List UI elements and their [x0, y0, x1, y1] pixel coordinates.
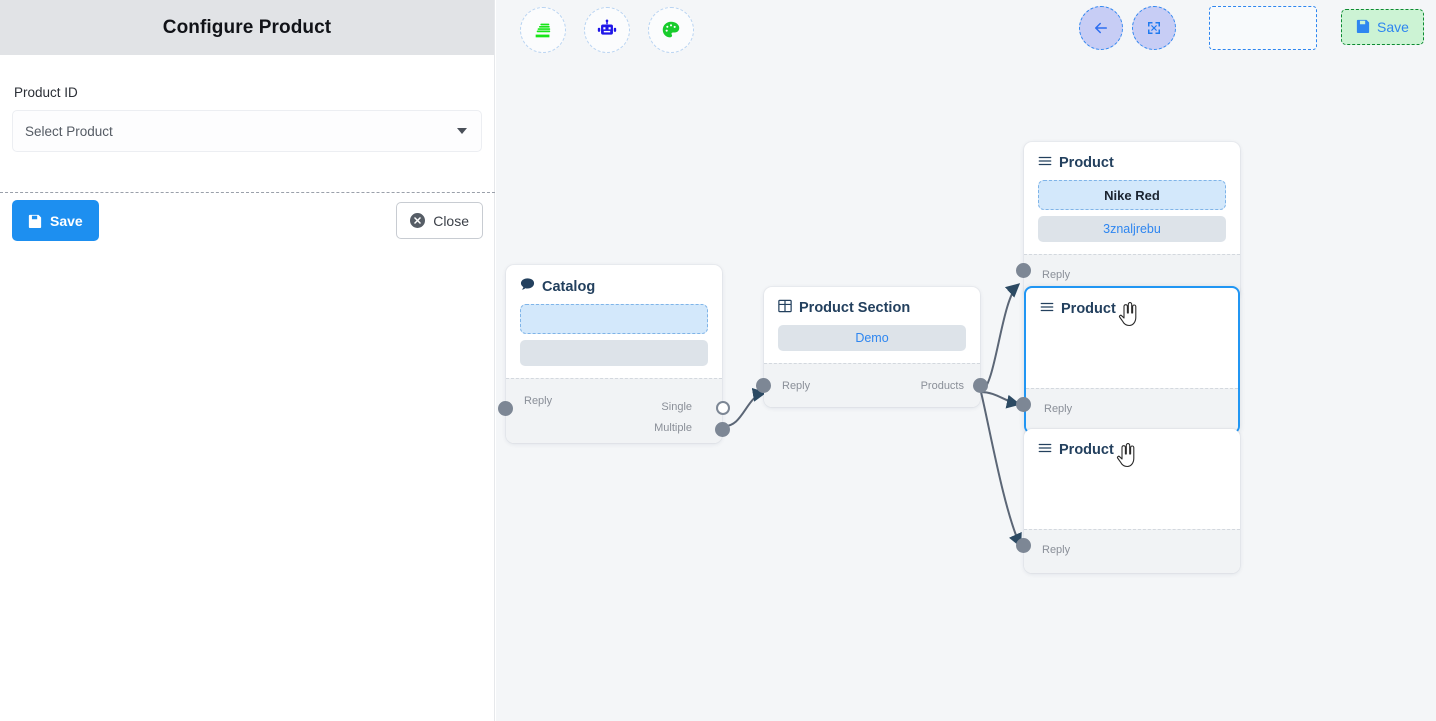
list-icon	[1038, 154, 1052, 172]
panel-header: Configure Product	[0, 0, 494, 55]
port-label-products: Products	[920, 379, 964, 392]
node-catalog[interactable]: Catalog Reply Single Multiple	[498, 265, 730, 443]
port-label-multiple: Multiple	[654, 422, 692, 434]
catalog-chip-1[interactable]	[520, 304, 708, 334]
node-product-2[interactable]: Product Reply	[1016, 286, 1240, 434]
node-product-1-title: Product	[1059, 155, 1114, 171]
port-in-reply[interactable]	[1016, 263, 1031, 278]
node-product-3-header: Product	[1024, 429, 1240, 467]
node-product-section[interactable]: Product Section Demo Reply Products	[756, 287, 988, 407]
canvas-save-button[interactable]: Save	[1341, 9, 1424, 45]
node-product-1[interactable]: Product Nike Red 3znaljrebu Reply	[1016, 142, 1240, 298]
floppy-disk-icon	[28, 214, 42, 228]
node-product-2-ports: Reply	[1016, 388, 1238, 432]
port-in-reply[interactable]	[1016, 538, 1031, 553]
arrow-left-icon	[1095, 22, 1107, 34]
bot-tool-button[interactable]	[584, 7, 630, 53]
configure-product-panel: Configure Product Product ID Select Prod…	[0, 0, 495, 721]
port-in-reply[interactable]	[1016, 397, 1031, 412]
stack-tool-button[interactable]	[520, 7, 566, 53]
node-product-2-title: Product	[1061, 301, 1116, 317]
chevron-down-icon	[457, 128, 467, 134]
save-button-label: Save	[50, 212, 83, 229]
product-select-value: Select Product	[25, 123, 113, 139]
port-label-reply: Reply	[524, 395, 553, 407]
port-label-reply: Reply	[1042, 544, 1071, 556]
list-icon	[1038, 441, 1052, 459]
node-catalog-body	[506, 304, 722, 378]
robot-icon	[597, 19, 617, 35]
node-product-section-header: Product Section	[764, 287, 980, 325]
node-product-section-ports: Reply Products	[756, 363, 988, 407]
node-product-section-body: Demo	[764, 325, 980, 363]
node-product-3[interactable]: Product Reply	[1016, 429, 1240, 573]
save-button[interactable]: Save	[12, 200, 99, 241]
floppy-disk-icon	[1356, 19, 1370, 36]
product-select[interactable]: Select Product	[12, 110, 482, 152]
port-out-single[interactable]	[716, 401, 730, 415]
port-out-multiple[interactable]	[715, 422, 730, 437]
port-label-single: Single	[661, 401, 692, 413]
node-product-1-header: Product	[1024, 142, 1240, 180]
palette-icon	[662, 21, 680, 38]
grid-icon	[778, 299, 792, 317]
chat-bubble-icon	[520, 277, 535, 296]
back-button[interactable]	[1079, 6, 1123, 50]
node-product-3-title: Product	[1059, 442, 1114, 458]
port-label-reply: Reply	[1042, 269, 1071, 281]
product-section-demo-chip[interactable]: Demo	[778, 325, 966, 351]
stack-icon	[535, 23, 551, 38]
port-label-reply: Reply	[782, 379, 811, 392]
node-product-section-title: Product Section	[799, 300, 911, 316]
product-1-chip-code[interactable]: 3znaljrebu	[1038, 216, 1226, 242]
compress-icon	[1148, 22, 1160, 34]
canvas-save-label: Save	[1377, 19, 1409, 35]
port-in-reply[interactable]	[498, 401, 513, 416]
fit-view-button[interactable]	[1132, 6, 1176, 50]
product-id-label: Product ID	[14, 85, 78, 100]
flow-canvas[interactable]: Save	[496, 0, 1436, 721]
node-catalog-ports: Reply Single Multiple	[498, 378, 730, 443]
page-title: Configure Product	[162, 16, 332, 38]
catalog-chip-2[interactable]	[520, 340, 708, 366]
panel-divider	[0, 192, 495, 193]
node-catalog-title: Catalog	[542, 278, 596, 295]
node-product-2-body	[1026, 302, 1238, 388]
port-in-reply[interactable]	[756, 378, 771, 393]
port-label-reply: Reply	[1044, 403, 1073, 415]
theme-tool-button[interactable]	[648, 7, 694, 53]
close-button-label: Close	[433, 212, 469, 229]
close-circle-icon	[410, 213, 426, 228]
node-product-3-body	[1024, 443, 1240, 529]
panel-actions: Save Close	[0, 200, 495, 241]
toolbar-empty-slot[interactable]	[1209, 6, 1317, 50]
node-product-1-body: Nike Red 3znaljrebu	[1024, 180, 1240, 254]
node-product-3-ports: Reply	[1016, 529, 1240, 573]
product-1-chip-name[interactable]: Nike Red	[1038, 180, 1226, 210]
close-button[interactable]: Close	[396, 202, 483, 239]
panel-body: Product ID Select Product	[0, 55, 494, 152]
node-product-2-header: Product	[1026, 288, 1238, 326]
port-out-products[interactable]	[973, 378, 988, 393]
list-icon	[1040, 300, 1054, 318]
node-catalog-header: Catalog	[506, 265, 722, 304]
